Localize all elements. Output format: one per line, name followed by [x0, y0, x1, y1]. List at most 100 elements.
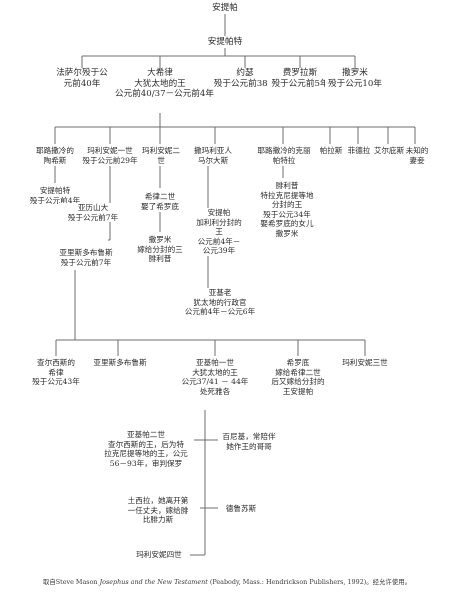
label-line: 公元前4年－公元6年	[184, 307, 256, 317]
salome-node: 撒罗米 殁于公元10年	[325, 68, 385, 89]
label-line: 亚里斯多布鲁斯	[59, 248, 113, 257]
caption-book-title: Josephus and the New Testament	[99, 578, 208, 586]
label-line: 比腓力斯	[142, 515, 174, 525]
label-line: 玛利安妮二	[142, 146, 180, 155]
label-line: 未知的	[405, 146, 429, 155]
label-line: 殁于公元34年	[263, 209, 311, 219]
label-line: 嫁给分封的三	[137, 244, 183, 254]
label-line: 处死雅各	[199, 386, 231, 396]
label-line: 百尼基，常陪伴	[222, 432, 276, 441]
source-caption: 取自Steve Mason Josephus and the New Testa…	[12, 578, 442, 586]
salome-ii-node: 撒罗米 嫁给分封的三 腓利普	[132, 235, 188, 264]
malthace-node: 撒玛利亚人 马尔大斯	[188, 146, 238, 166]
label-line: 娶希罗底的女儿	[260, 219, 314, 229]
label-line: 菲德拉	[347, 146, 371, 155]
alexander-node: 亚历山大 殁于公元前7年	[58, 203, 128, 223]
label-line: 陶希斯	[43, 155, 67, 165]
label-line: 撒玛利亚人	[194, 146, 232, 155]
label-line: 撒罗米	[148, 235, 172, 244]
label-line: 希律二世	[144, 192, 176, 201]
philip-node: 腓利普 特拉克尼提等地 分封的王 殁于公元34年 娶希罗底的女儿 撒罗米	[250, 181, 324, 239]
label-line: 亚基帕二世	[127, 430, 165, 439]
label-line: 王安提帕	[282, 386, 314, 396]
label-line: 安提帕特	[39, 186, 71, 195]
antipas-node: 安提帕 加利利分封的 王 公元前4年－ 公元39年	[190, 208, 248, 256]
label-line: 安提帕	[207, 208, 231, 217]
herod-great-node: 大希律 大犹太地的王 公元前40/37－公元前4年	[115, 68, 214, 100]
herod-ii-node: 希律二世 娶了希罗底	[134, 192, 186, 212]
label-line: 艾尔庇斯	[373, 146, 405, 155]
label-line: 耶路撒冷的克丽	[257, 146, 311, 155]
mariamme-i-node: 玛利安妮一世 殁于公元前29年	[80, 146, 140, 166]
label-line: 费罗拉斯	[282, 68, 318, 78]
label-line: 腓利普	[148, 254, 172, 264]
label-line: 耶路撒冷的	[36, 146, 74, 155]
label-line: 殁于公元前38年	[213, 78, 277, 89]
label-line: 殁于公元前7年	[60, 257, 112, 267]
label-line: 殁于公元43年	[32, 377, 80, 387]
label-line: 大犹太地的王	[192, 367, 238, 377]
mariamme-iv-node: 玛利安妮四世	[128, 550, 190, 560]
antipater-son-node: 安提帕特 殁于公元前4年	[22, 186, 88, 206]
label-line: 撒罗米	[342, 68, 368, 78]
agrippa-i-node: 亚基帕一世 大犹太地的王 公元37/41 － 44年 处死雅各	[172, 358, 258, 397]
phasael-node: 法萨尔殁于公 元前40年	[52, 68, 112, 89]
unknown-wives-node: 未知的 妻妾	[404, 146, 430, 166]
archelaus-node: 亚基老 犹太地的行政官 公元前4年－公元6年	[178, 288, 262, 317]
label-line: 公元前40/37－公元前4年	[115, 89, 214, 99]
pallas-node: 帕拉斯	[318, 146, 344, 156]
label-line: 法萨尔殁于公	[56, 68, 108, 78]
doris-node: 耶路撒冷的 陶希斯	[33, 146, 77, 166]
label-line: 安提帕特	[207, 37, 243, 47]
label-line: 殁于公元前4年	[29, 195, 81, 205]
label-line: 元前40年	[63, 78, 101, 89]
label-line: 分封的王	[271, 200, 303, 210]
label-line: 世	[157, 155, 165, 165]
label-line: 土西拉，她离开第	[127, 496, 189, 505]
label-line: 撒罗米	[275, 228, 299, 238]
label-line: 查尔西斯的	[37, 358, 75, 367]
label-line: 德鲁苏斯	[225, 504, 257, 513]
antipater-ii-node: 安提帕特	[195, 37, 255, 48]
label-line: 娶了希罗底	[141, 201, 179, 211]
label-line: 殁于公元前29年	[82, 155, 138, 165]
elpis-node: 艾尔庇斯	[373, 146, 405, 156]
label-line: 腓利普	[275, 181, 299, 190]
label-line: 王	[215, 227, 223, 237]
pheroras-node: 费罗拉斯 殁于公元前5年	[268, 68, 332, 89]
drusilla-node: 土西拉，她离开第 一任丈夫，嫁给腓 比腓力斯	[116, 496, 200, 525]
label-line: 妻妾	[409, 155, 425, 165]
label-line: 公元39年	[202, 246, 236, 256]
label-line: 殁于公元前7年	[67, 212, 119, 222]
caption-prefix: 取自Steve Mason	[43, 578, 100, 586]
label-line: 拉克尼提等地的王，公元	[104, 449, 188, 459]
label-line: 安提帕	[212, 3, 238, 13]
label-line: 玛利安妮三世	[342, 358, 388, 367]
label-line: 大希律	[147, 68, 173, 78]
label-line: 56－93年，审判保罗	[109, 458, 183, 468]
drusus-node: 德鲁苏斯	[220, 504, 262, 514]
agrippa-ii-node: 亚基帕二世 查尔西斯的王，后为特 拉克尼提等地的王，公元 56－93年，审判保罗	[98, 430, 194, 469]
label-line: 一任丈夫，嫁给腓	[127, 505, 189, 515]
label-line: 嫁给希律二世	[275, 367, 321, 377]
bernice-node: 百尼基，常陪伴 她作王的哥哥	[218, 432, 280, 452]
label-line: 加利利分封的	[196, 217, 242, 227]
label-line: 希律	[48, 367, 64, 377]
label-line: 希罗底	[286, 358, 310, 367]
label-line: 特拉克尼提等地	[260, 190, 314, 200]
mariamme-iii-node: 玛利安妮三世	[336, 358, 394, 368]
label-line: 约瑟	[236, 68, 254, 78]
label-line: 大犹太地的王	[134, 78, 186, 89]
label-line: 后又嫁给分封的	[271, 377, 325, 387]
label-line: 亚里斯多布鲁斯	[93, 358, 147, 367]
label-line: 公元37/41 － 44年	[181, 377, 249, 387]
label-line: 犹太地的行政官	[193, 297, 247, 307]
label-line: 帕特拉	[272, 155, 296, 165]
joseph-node: 约瑟 殁于公元前38年	[212, 68, 278, 89]
cleopatra-node: 耶路撒冷的克丽 帕特拉	[254, 146, 314, 166]
label-line: 马尔大斯	[197, 155, 229, 165]
label-line: 殁于公元10年	[328, 78, 382, 89]
label-line: 帕拉斯	[319, 146, 343, 155]
